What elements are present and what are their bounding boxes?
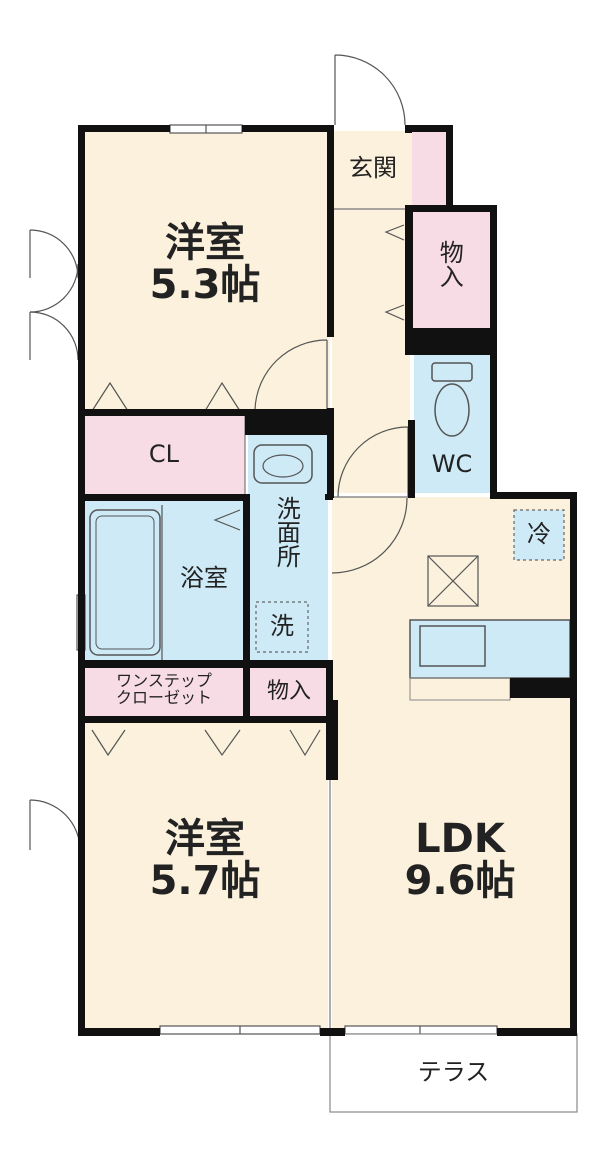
one-step-closet-floor <box>83 668 245 721</box>
closet-label: CL <box>148 440 180 468</box>
washroom-label: 洗面所 <box>272 496 301 568</box>
ldk-size: 9.6帖 <box>404 858 516 904</box>
one-step-closet-line1: ワンステップ <box>116 671 212 690</box>
fridge-space <box>513 509 565 561</box>
vent-box <box>427 555 479 607</box>
bath-label: 浴室 <box>180 564 228 592</box>
storage-hall-floor <box>412 212 492 329</box>
bedroom-north-name: 洋室 <box>165 220 245 266</box>
closet-doors <box>91 224 405 757</box>
toilet-bowl <box>434 383 470 437</box>
terrace-area <box>329 1033 578 1113</box>
bedroom-north-label: 洋室 5.3帖 <box>130 222 280 306</box>
entrance-step <box>412 131 449 209</box>
washer-space <box>255 601 309 653</box>
bedroom-south-name: 洋室 <box>165 816 245 862</box>
one-step-closet-label: ワンステップ クローゼット <box>86 671 242 707</box>
kitchen-sink <box>419 625 486 667</box>
storage-hall-label: 物入 <box>435 240 464 288</box>
entrance-floor <box>332 131 412 209</box>
bath-door-mark <box>213 509 241 531</box>
bedroom-north-size: 5.3帖 <box>149 262 261 308</box>
walls <box>78 125 577 1036</box>
wc-label: WC <box>431 450 473 478</box>
entrance-label: 玄関 <box>349 154 397 182</box>
one-step-closet-line2: クローゼット <box>115 687 212 707</box>
bedroom-south-size: 5.7帖 <box>149 858 261 904</box>
bathtub <box>89 509 161 656</box>
ldk-label: LDK 9.6帖 <box>375 818 545 902</box>
bedroom-south-label: 洋室 5.7帖 <box>130 818 280 902</box>
small-storage-floor <box>250 668 328 721</box>
fridge-label: 冷 <box>527 520 551 548</box>
closet-floor <box>83 415 245 495</box>
washer-label: 洗 <box>270 612 294 640</box>
terrace-label: テラス <box>417 1058 490 1086</box>
ldk-name: LDK <box>415 816 505 862</box>
bedroom-south-floor <box>83 722 328 1030</box>
wash-bowl <box>262 454 304 478</box>
toilet-tank <box>431 362 473 382</box>
bathtub-inner <box>95 515 155 650</box>
ldk-floor <box>332 497 574 1030</box>
bedroom-north-floor <box>83 131 330 413</box>
kitchen-wall-block <box>510 678 572 698</box>
vent-cross <box>427 555 479 607</box>
small-storage-label: 物入 <box>266 679 311 704</box>
